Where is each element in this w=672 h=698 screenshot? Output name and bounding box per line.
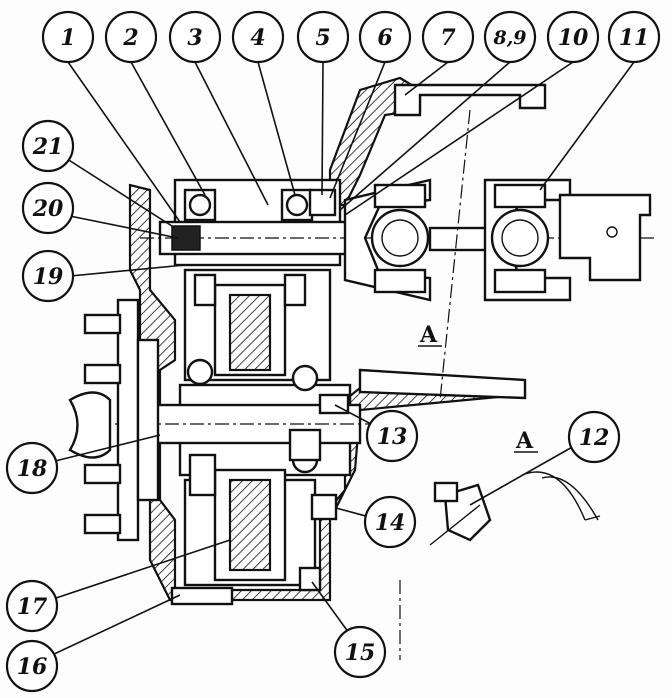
- callout-3: 3: [168, 10, 222, 64]
- callout-13-label: 13: [377, 424, 408, 450]
- leader-lines: [34, 61, 635, 664]
- callout-6-label: 6: [377, 25, 392, 51]
- callout-12: 12: [567, 410, 621, 464]
- upper-gear: [193, 273, 307, 377]
- callout-15-label: 15: [345, 640, 376, 666]
- callout-4-label: 4: [250, 25, 265, 51]
- callout-5-label: 5: [315, 25, 330, 51]
- callout-16: 16: [5, 639, 59, 693]
- callout-14-label: 14: [375, 510, 406, 536]
- callout-1-label: 1: [60, 25, 75, 51]
- callout-14: 14: [363, 495, 417, 549]
- callout-7: 7: [421, 10, 475, 64]
- callout-8-9: 8,9: [483, 10, 537, 64]
- callout-8-9-label: 8,9: [492, 27, 526, 49]
- universal-joint: [343, 178, 652, 302]
- lower-gear: [213, 468, 287, 582]
- callout-19: 19: [21, 249, 75, 303]
- callout-3-label: 3: [187, 25, 202, 51]
- callout-13: 13: [365, 409, 419, 463]
- lower-bracket: [358, 368, 527, 400]
- callout-1: 1: [41, 10, 95, 64]
- callout-16-label: 16: [17, 654, 48, 680]
- callout-12-label: 12: [579, 425, 610, 451]
- callout-18-label: 18: [17, 456, 48, 482]
- callout-21: 21: [21, 119, 75, 173]
- drive-flange: [68, 298, 160, 542]
- callout-4: 4: [231, 10, 285, 64]
- input-shaft: [140, 188, 655, 256]
- callout-18: 18: [5, 441, 59, 495]
- callout-19-label: 19: [33, 264, 64, 290]
- callout-10: 10: [546, 10, 600, 64]
- section-label-main: A: [419, 322, 438, 348]
- detail-a-view: [429, 471, 601, 546]
- callout-2: 2: [104, 10, 158, 64]
- callout-21-label: 21: [32, 134, 64, 160]
- callout-20-label: 20: [32, 196, 64, 222]
- callout-5: 5: [296, 10, 350, 64]
- callout-7-label: 7: [440, 25, 456, 51]
- callout-17-label: 17: [17, 594, 48, 620]
- callout-10-label: 10: [558, 25, 589, 51]
- callout-17: 17: [5, 579, 59, 633]
- callout-2-label: 2: [122, 25, 138, 51]
- callout-11: 11: [607, 10, 661, 64]
- upper-bracket: [393, 83, 547, 117]
- callout-20: 20: [21, 181, 75, 235]
- callout-15: 15: [333, 625, 387, 679]
- callout-6: 6: [358, 10, 412, 64]
- section-label-detail: A: [515, 428, 534, 454]
- callout-11-label: 11: [619, 25, 650, 51]
- section-line: [439, 109, 471, 401]
